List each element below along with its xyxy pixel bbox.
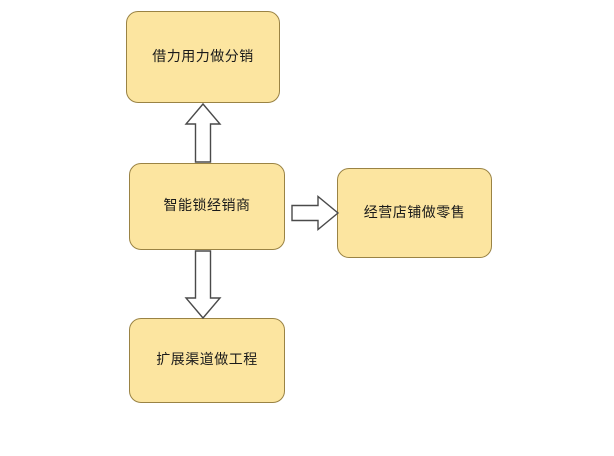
block-arrow-up-icon: [184, 102, 222, 163]
node-label: 智能锁经销商: [163, 198, 251, 215]
node-label: 借力用力做分销: [152, 48, 254, 65]
node-label: 扩展渠道做工程: [156, 352, 258, 369]
block-arrow-right-icon: [291, 195, 340, 231]
diagram-node-bottom[interactable]: 扩展渠道做工程: [129, 318, 285, 403]
diagram-node-top[interactable]: 借力用力做分销: [126, 11, 280, 103]
block-arrow-down-icon: [184, 250, 222, 320]
diagram-node-center[interactable]: 智能锁经销商: [129, 163, 285, 250]
diagram-node-right[interactable]: 经营店铺做零售: [337, 168, 492, 258]
node-label: 经营店铺做零售: [363, 204, 466, 221]
